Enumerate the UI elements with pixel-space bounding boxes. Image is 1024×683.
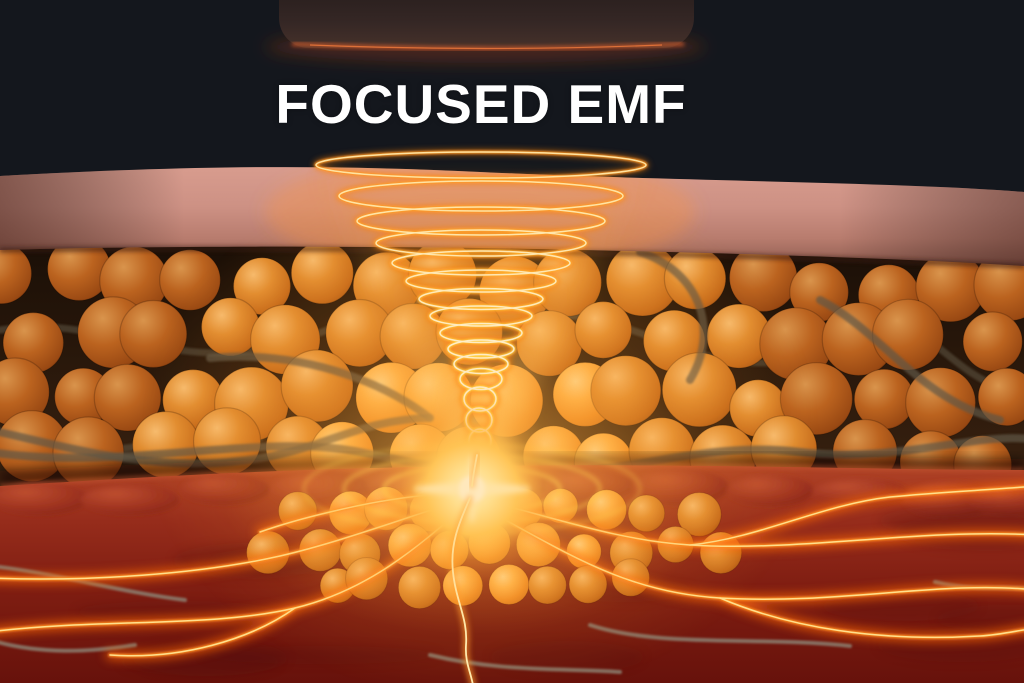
emf-applicator-device [265, 0, 705, 63]
focal-warm-overlay [222, 344, 722, 634]
title-label: FOCUSED EMF [275, 73, 687, 135]
fat-cell [977, 367, 1024, 427]
emf-ring-core [338, 180, 624, 212]
emf-ring-core [429, 305, 533, 327]
device-body [279, 0, 694, 48]
emf-beam-cone-light [318, 170, 648, 468]
emf-ring-core [356, 206, 606, 236]
inactive-fiber [0, 640, 137, 653]
nerve [719, 597, 1024, 639]
fat-cell [871, 298, 944, 371]
emf-ring-core [375, 229, 587, 257]
septa-strand [816, 296, 1004, 424]
emf-ring-core [405, 269, 557, 293]
device-rim-core [309, 44, 663, 50]
emf-ring-core [315, 151, 647, 179]
fat-cell [962, 311, 1023, 372]
emf-ring-core [439, 322, 523, 344]
emf-ring-core [418, 287, 544, 311]
muscle-lump [0, 483, 89, 515]
emf-ring-core [391, 250, 571, 276]
